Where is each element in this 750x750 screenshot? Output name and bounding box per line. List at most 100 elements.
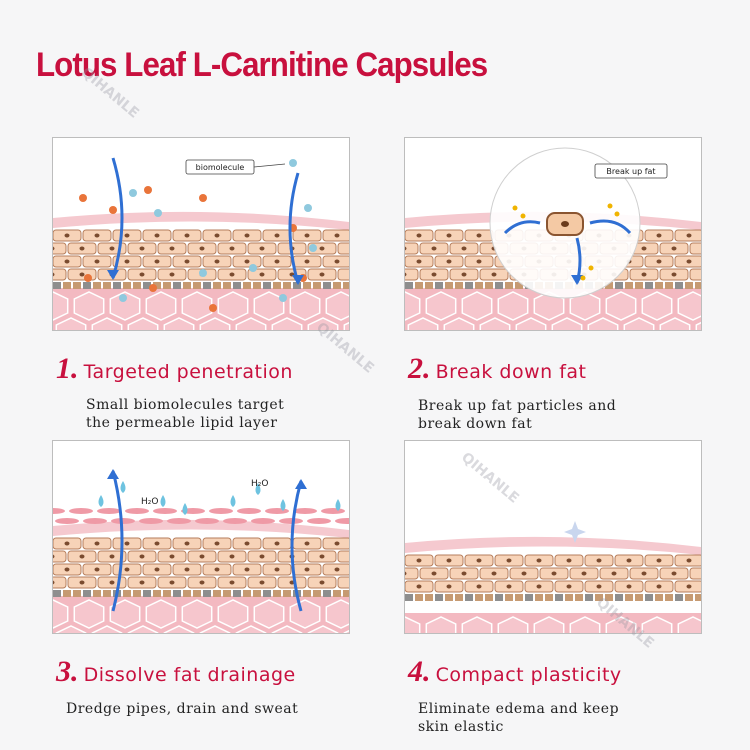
skin-cell: [53, 576, 67, 589]
dermis-cell: [677, 291, 701, 321]
molecule-dot: [149, 284, 157, 292]
cell-nucleus: [79, 554, 85, 559]
basal-cell: [475, 282, 483, 289]
cell-nucleus: [199, 246, 205, 251]
dermis-cell: [253, 291, 285, 321]
cell-nucleus: [184, 541, 190, 546]
basal-cell: [343, 282, 349, 289]
basal-cell: [213, 590, 221, 597]
lipid-fragment: [139, 518, 163, 524]
cell-nucleus: [405, 246, 407, 251]
basal-cell: [605, 594, 613, 601]
dermis-cell: [109, 291, 141, 321]
basal-cell: [535, 594, 543, 601]
lipid-fragment: [223, 518, 247, 524]
molecule-dot: [144, 186, 152, 194]
basal-cell: [645, 594, 653, 601]
cell-nucleus: [506, 558, 512, 563]
cell-nucleus: [626, 584, 632, 589]
step-2-description: Break up fat particles and break down fa…: [418, 397, 616, 433]
molecule-dot: [119, 294, 127, 302]
dermis-cell: [425, 291, 457, 321]
basal-cell: [73, 590, 81, 597]
basal-cell: [283, 282, 291, 289]
dermis-cell: [343, 629, 349, 633]
basal-cell: [273, 282, 281, 289]
dermis-cell: [533, 616, 565, 633]
cell-nucleus: [229, 554, 235, 559]
step-4-description: Eliminate edema and keep skin elastic: [418, 700, 619, 736]
cell-nucleus: [319, 580, 325, 585]
dermis-cell: [53, 291, 69, 321]
lipid-fragment: [293, 508, 317, 514]
cell-nucleus: [274, 541, 280, 546]
skin-cell: [337, 268, 349, 281]
basal-cell: [313, 282, 321, 289]
cell-nucleus: [109, 580, 115, 585]
skin-cell: [337, 576, 349, 589]
cell-nucleus: [671, 246, 677, 251]
skin-cell: [689, 268, 701, 281]
cell-nucleus: [596, 584, 602, 589]
cell-nucleus: [214, 259, 220, 264]
basal-cell: [445, 282, 453, 289]
description-line: Eliminate edema and keep: [418, 701, 620, 717]
description-line: Small biomolecules target: [86, 397, 285, 413]
dermis-cell: [343, 321, 349, 330]
molecule-dot: [289, 159, 297, 167]
step-number: 3.: [56, 655, 79, 688]
lipid-fragment: [265, 508, 289, 514]
cell-nucleus: [94, 233, 100, 238]
cell-nucleus: [244, 567, 250, 572]
dermis-cell: [53, 599, 69, 629]
dermis-cell: [569, 616, 601, 633]
cell-nucleus: [656, 558, 662, 563]
basal-cell: [665, 594, 673, 601]
cell-nucleus: [94, 567, 100, 572]
cell-nucleus: [536, 584, 542, 589]
dermis-cell: [605, 291, 637, 321]
basal-cell: [485, 282, 493, 289]
cell-nucleus: [536, 558, 542, 563]
penetration-arrow: [111, 157, 124, 279]
callout-label: Break up fat: [606, 167, 655, 176]
cell-nucleus: [461, 246, 467, 251]
basal-cell: [223, 590, 231, 597]
basal-cell: [515, 282, 523, 289]
dermis-cell: [623, 317, 655, 330]
skin-diagram-fat-breakdown: Break up fat: [405, 147, 701, 330]
basal-cell: [183, 282, 191, 289]
basal-cell: [323, 590, 331, 597]
cell-nucleus: [154, 233, 160, 238]
step-label: Dissolve fat drainage: [83, 664, 296, 686]
cell-nucleus: [64, 259, 70, 264]
cell-nucleus: [334, 567, 340, 572]
cell-nucleus: [446, 584, 452, 589]
cell-nucleus: [566, 584, 572, 589]
cell-nucleus: [169, 554, 175, 559]
cell-nucleus: [686, 259, 692, 264]
basal-cell: [103, 590, 111, 597]
drainage-arrow: [290, 480, 303, 612]
cell-nucleus: [641, 272, 647, 277]
lipid-fragment: [237, 508, 261, 514]
basal-cell: [675, 282, 683, 289]
cell-nucleus: [214, 541, 220, 546]
cell-nucleus: [446, 558, 452, 563]
cell-nucleus: [229, 272, 235, 277]
basal-cell: [445, 594, 453, 601]
description-line: Break up fat particles and: [418, 398, 617, 414]
lipid-fragment: [53, 508, 65, 514]
basal-cell: [93, 282, 101, 289]
dermis-cell: [199, 317, 231, 330]
cell-nucleus: [199, 554, 205, 559]
cell-nucleus: [109, 554, 115, 559]
cell-nucleus: [416, 259, 422, 264]
cell-nucleus: [686, 584, 692, 589]
basal-cell: [303, 590, 311, 597]
dermis-cell: [127, 317, 159, 330]
basal-cell: [253, 590, 261, 597]
cell-nucleus: [319, 246, 325, 251]
cell-nucleus: [229, 580, 235, 585]
cell-nucleus: [431, 272, 437, 277]
